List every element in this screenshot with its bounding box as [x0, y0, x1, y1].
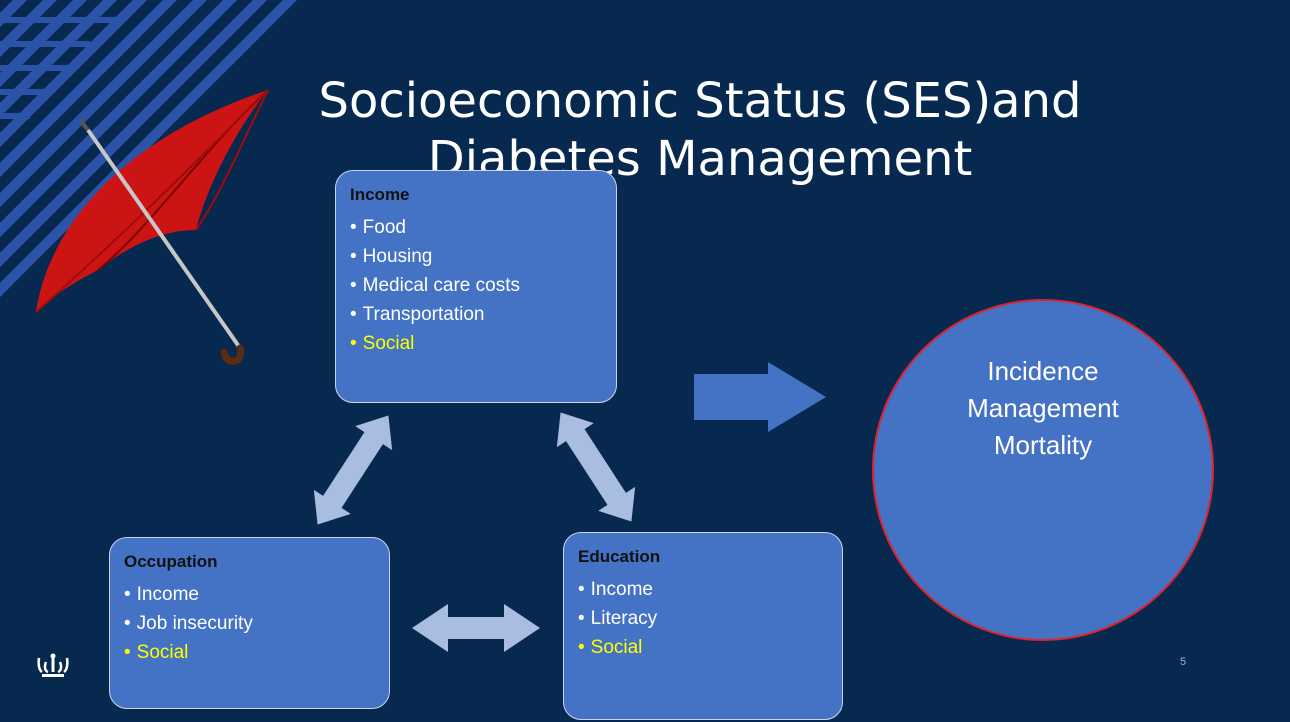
- list-item-highlighted: Social: [350, 329, 604, 358]
- outcome-circle: [872, 299, 1214, 641]
- slide-title: Socioeconomic Status (SES)and Diabetes M…: [250, 72, 1150, 188]
- list-item: Literacy: [578, 604, 830, 633]
- list-item: Transportation: [350, 300, 604, 329]
- title-line-1: Socioeconomic Status (SES)and: [318, 73, 1082, 129]
- umbrella-icon: [35, 89, 269, 365]
- right-arrow-icon: [694, 362, 826, 432]
- double-arrow-income-education-icon: [556, 412, 636, 522]
- list-item: Income: [578, 575, 830, 604]
- list-item: Food: [350, 213, 604, 242]
- education-heading: Education: [578, 547, 661, 566]
- occupation-list: Income Job insecurity Social: [124, 580, 377, 667]
- outcome-line-mortality: Mortality: [993, 430, 1093, 460]
- list-item: Medical care costs: [350, 271, 604, 300]
- education-list: Income Literacy Social: [578, 575, 830, 662]
- outcome-line-management: Management: [967, 393, 1119, 423]
- list-item-highlighted: Social: [124, 638, 377, 667]
- crown-logo-icon: [37, 653, 69, 677]
- double-arrow-income-occupation-icon: [313, 415, 393, 525]
- corner-stripes: [0, 0, 314, 334]
- occupation-box: Occupation Income Job insecurity Social: [109, 537, 390, 709]
- income-box: Income Food Housing Medical care costs T…: [335, 170, 617, 403]
- page-number: 5: [1180, 656, 1187, 668]
- income-heading: Income: [350, 185, 410, 204]
- list-item-highlighted: Social: [578, 633, 830, 662]
- list-item: Income: [124, 580, 377, 609]
- list-item: Job insecurity: [124, 609, 377, 638]
- outcome-text: Incidence Management Mortality: [872, 353, 1214, 464]
- occupation-heading: Occupation: [124, 552, 218, 571]
- outcome-line-incidence: Incidence: [987, 356, 1099, 386]
- list-item: Housing: [350, 242, 604, 271]
- income-list: Food Housing Medical care costs Transpor…: [350, 213, 604, 358]
- double-arrow-occupation-education-icon: [412, 604, 540, 652]
- education-box: Education Income Literacy Social: [563, 532, 843, 720]
